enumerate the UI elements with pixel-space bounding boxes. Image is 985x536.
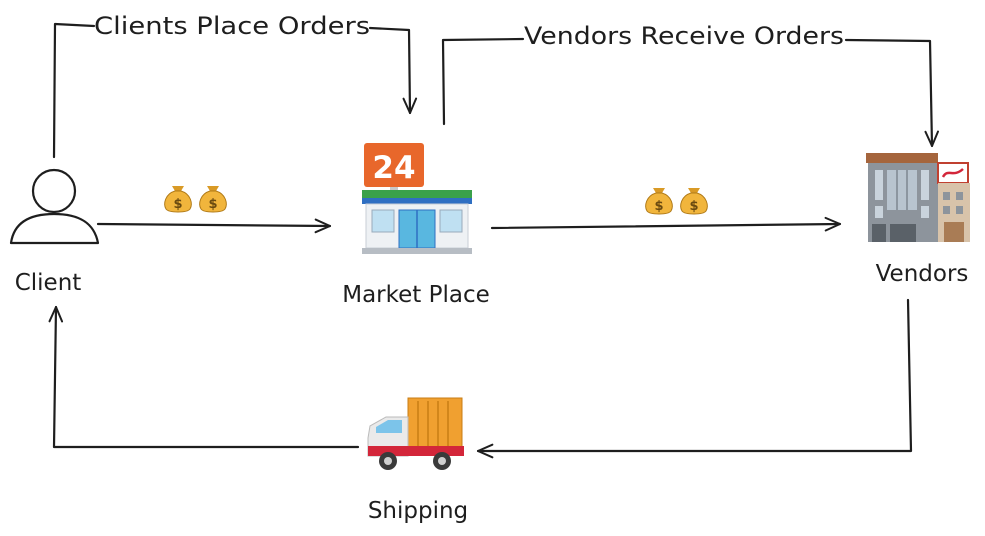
money-bag-icon: $ <box>680 188 708 215</box>
office-building-icon <box>866 153 970 242</box>
svg-text:$: $ <box>689 199 698 214</box>
client-icon <box>9 168 100 245</box>
svg-text:$: $ <box>654 199 663 214</box>
vendors-receive-orders-arrow <box>441 37 932 146</box>
shipping-label: Shipping <box>368 498 468 524</box>
money-bag-icon: $ <box>199 186 227 213</box>
svg-text:$: $ <box>208 197 217 212</box>
vendors-receive-orders-label: Vendors Receive Orders <box>524 22 844 50</box>
money-bag-icon: $ <box>164 186 192 213</box>
clients-place-orders-arrow <box>52 22 410 159</box>
client-to-marketplace-payment-arrow <box>96 218 332 234</box>
vendors-to-shipping-arrow <box>476 298 913 459</box>
store-sign-number: 24 <box>372 150 415 186</box>
svg-text:$: $ <box>173 197 182 212</box>
money-bag-icon: $ <box>645 188 673 215</box>
marketplace-to-vendors-payment-arrow <box>490 216 842 232</box>
shipping-to-client-arrow <box>48 305 360 449</box>
vendors-label: Vendors <box>876 261 969 287</box>
clients-place-orders-label: Clients Place Orders <box>94 12 370 40</box>
client-label: Client <box>15 270 82 296</box>
market-place-label: Market Place <box>342 282 490 308</box>
convenience-store-icon: 24 <box>362 143 472 254</box>
delivery-truck-icon <box>367 397 464 470</box>
